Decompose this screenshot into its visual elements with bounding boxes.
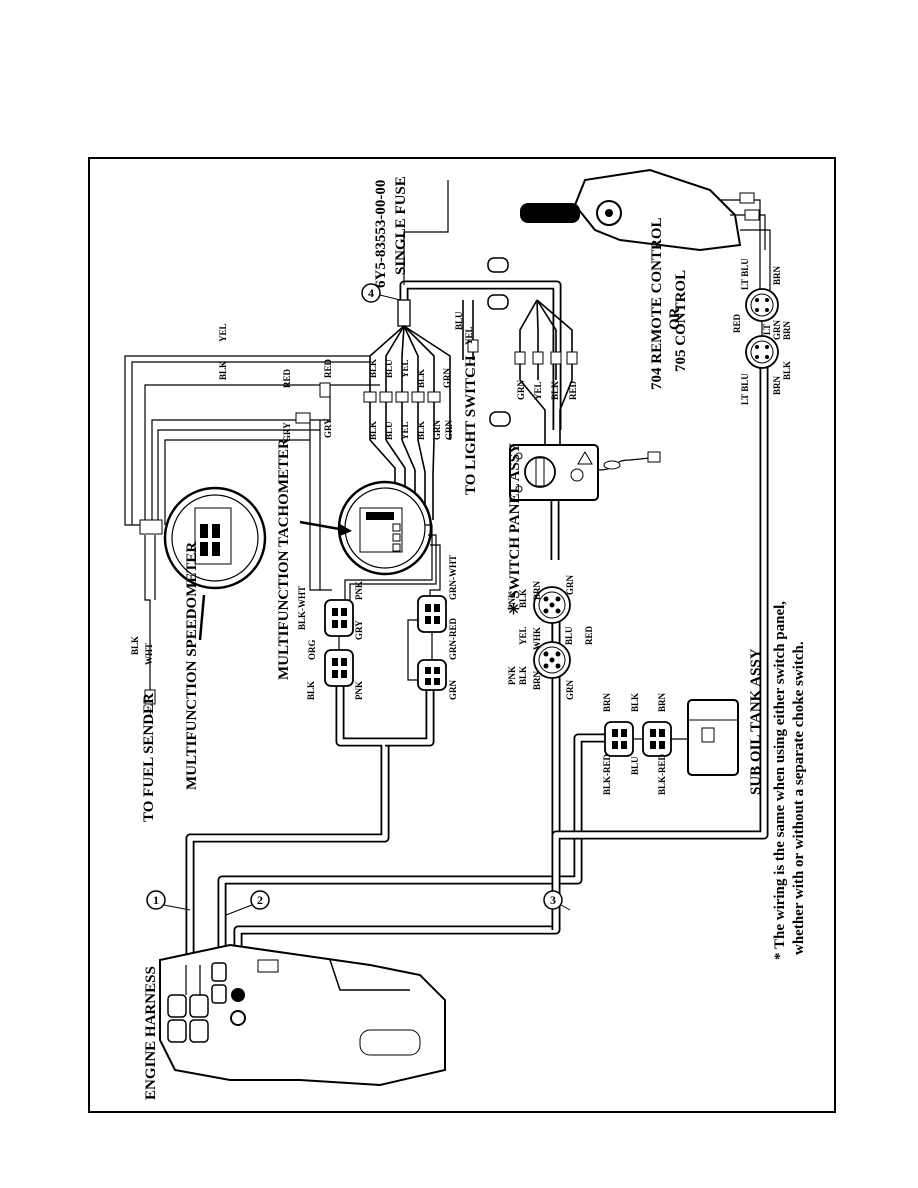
engine-harness-label: ENGINE HARNESS xyxy=(143,966,159,1100)
wire-label: GRY xyxy=(282,422,292,442)
rotated-labels: 6Y5-83553-00-00 SINGLE FUSE 704 REMOTE C… xyxy=(141,176,807,1100)
wire-label: BLK xyxy=(550,381,560,400)
tachometer-gauge xyxy=(299,480,441,600)
wire-label: PNK xyxy=(507,591,517,610)
wire-label: YEL xyxy=(400,359,410,378)
wire-label: BLK xyxy=(518,666,528,685)
callout-2: 2 xyxy=(257,893,263,907)
wire-label: BLK xyxy=(518,589,528,608)
wire-label: GRY xyxy=(354,620,364,640)
wire-label: GRY xyxy=(323,418,333,438)
fuse-part-number: 6Y5-83553-00-00 xyxy=(373,180,389,288)
wire-label: BLK xyxy=(218,361,228,380)
wire-label: GRN xyxy=(448,680,458,701)
fuse-assembly xyxy=(363,180,578,520)
wire-label: BRN xyxy=(782,320,792,340)
wire-label: GRN xyxy=(432,420,442,441)
wire-label: RED xyxy=(568,380,578,400)
wire-label: LT BLU xyxy=(740,373,750,405)
callout-4: 4 xyxy=(368,286,374,300)
light-switch-label: TO LIGHT SWITCH xyxy=(463,355,479,495)
wire-label: BRN xyxy=(772,265,782,285)
wire-label: RED xyxy=(584,625,594,645)
wire-label: LT xyxy=(762,324,772,335)
wire-label: BLU xyxy=(564,626,574,645)
wire-label: GRN xyxy=(565,575,575,596)
wire-label: GRN xyxy=(442,368,452,389)
wire-label: BLK xyxy=(416,421,426,440)
wire-label: BLK xyxy=(130,636,140,655)
wire-label: BRN xyxy=(772,375,782,395)
wire-code-labels: YEL BLK RED RED GRY GRY BLK BLU YEL BLK … xyxy=(130,258,792,795)
wire-label: WHT xyxy=(144,643,154,665)
remote-or-label: OR xyxy=(667,307,683,330)
speedometer-label: MULTIFUNCTION SPEEDOMETER xyxy=(184,542,200,790)
switch-panel-label: ✳ SWITCH PANEL ASSY xyxy=(507,443,523,615)
fuse-name: SINGLE FUSE xyxy=(393,176,409,275)
wire-label: GRN xyxy=(565,680,575,701)
wire-label: BRN xyxy=(602,692,612,712)
speedometer-gauge xyxy=(163,486,267,641)
note-line-1: * The wiring is the same when using eith… xyxy=(772,601,788,960)
remote-control xyxy=(520,168,779,369)
wire-label: RED xyxy=(282,368,292,388)
gauge-wires xyxy=(124,355,380,705)
wire-label: GRN xyxy=(444,420,454,441)
callout-1: 1 xyxy=(153,893,159,907)
wire-label: GRN-WHT xyxy=(448,555,458,600)
remote-704-label: 704 REMOTE CONTROL xyxy=(649,217,665,390)
wire-label: BLU xyxy=(384,421,394,440)
wire-label: BLK xyxy=(368,421,378,440)
wire-label: GRN xyxy=(772,320,782,341)
light-switch-arrow: ← xyxy=(463,365,479,380)
wire-label: ORG xyxy=(307,639,317,660)
diagram-frame xyxy=(88,157,836,1113)
wire-label: GRN xyxy=(516,380,526,401)
wire-label: BLK-RED xyxy=(657,753,667,795)
wire-label: BLK-WHT xyxy=(297,586,307,630)
note-line-2: whether with or without a separate choke… xyxy=(791,641,807,955)
wire-label: LT BLU xyxy=(740,258,750,290)
wire-label: PNK xyxy=(354,681,364,700)
wire-label: GRN-RED xyxy=(448,618,458,660)
wire-label: YEL xyxy=(464,326,474,345)
wire-label: BLU xyxy=(454,311,464,330)
engine-outboard xyxy=(159,943,446,1087)
wire-label: RED xyxy=(323,358,333,378)
callouts: 1 2 3 4 xyxy=(146,283,571,916)
remote-705-label: 705 CONTROL xyxy=(673,270,689,372)
wire-label: BLK xyxy=(782,361,792,380)
sub-oil-tank-label: SUB OIL TANK ASSY xyxy=(748,648,764,795)
switch-panel-connectors xyxy=(533,586,571,679)
wire-label: BLK xyxy=(306,681,316,700)
gauge-connectors xyxy=(324,595,447,691)
wire-label: YEL xyxy=(533,381,543,400)
callout-3: 3 xyxy=(550,893,556,907)
wire-label: YEL xyxy=(400,421,410,440)
wire-label: BLU xyxy=(384,359,394,378)
wire-label: YEL xyxy=(518,626,528,645)
wire-label: BLK xyxy=(416,369,426,388)
fuel-sender-arrow: ← xyxy=(141,705,157,720)
wire-label: PNK xyxy=(354,581,364,600)
tachometer-label: MULTIFUNCTION TACHOMETER xyxy=(276,438,292,680)
wire-label: BLK xyxy=(368,359,378,378)
wire-label: BLK-RED xyxy=(602,753,612,795)
wire-label: BRN xyxy=(657,692,667,712)
wire-label: BRN xyxy=(532,670,542,690)
wire-label: RED xyxy=(732,313,742,333)
switch-panel xyxy=(509,444,661,501)
wire-label: YEL xyxy=(218,323,228,342)
wire-label: BLK xyxy=(630,693,640,712)
wire-label: WHK xyxy=(532,627,542,650)
fuel-sender-label: TO FUEL SENDER xyxy=(141,693,157,822)
wire-label: PNK xyxy=(507,666,517,685)
wire-label: BRN xyxy=(532,580,542,600)
sub-oil-tank xyxy=(604,699,739,776)
wire-label: BLU xyxy=(630,756,640,775)
